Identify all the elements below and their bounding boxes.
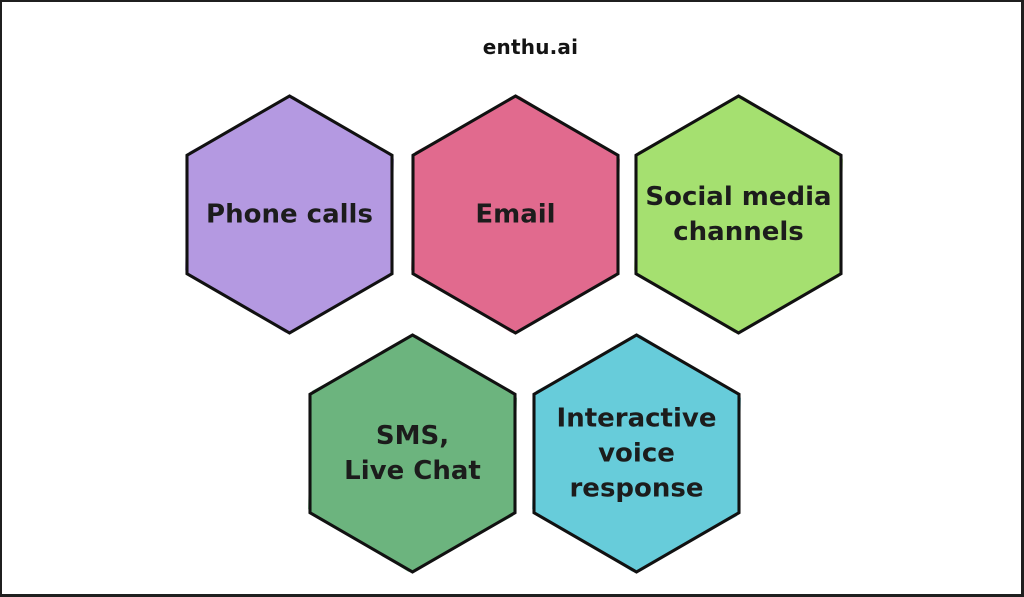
brand-title: enthu.ai (482, 35, 579, 59)
hexagon-shape-svg (184, 94, 395, 335)
hexagon-outline-shape (411, 94, 620, 335)
hexagon-phone-calls: Phone calls (184, 94, 395, 335)
hexagon-interactive-voice-response: Interactive voice response (531, 333, 742, 574)
hexagon-shape-svg (410, 94, 621, 335)
hexagon-label: Phone calls (206, 198, 373, 229)
hexagon-label: Email (475, 198, 556, 229)
hexagon-shape-svg (531, 333, 742, 574)
hexagon-shape-svg (307, 333, 518, 574)
hexagon-shape-svg (633, 94, 844, 335)
hexagon-outline-shape (308, 333, 517, 574)
hexagon-email: Email (410, 94, 621, 335)
hexagon-label: Social media channels (645, 181, 832, 247)
hexagon-outline-shape (634, 94, 843, 335)
hexagon-outline-shape (532, 333, 741, 574)
hexagon-outline-shape (185, 94, 394, 335)
hexagon-label: Interactive voice response (556, 402, 717, 504)
hexagon-social-media-channels: Social media channels (633, 94, 844, 335)
hexagon-label: SMS, Live Chat (344, 420, 481, 486)
hexagon-sms-live-chat: SMS, Live Chat (307, 333, 518, 574)
